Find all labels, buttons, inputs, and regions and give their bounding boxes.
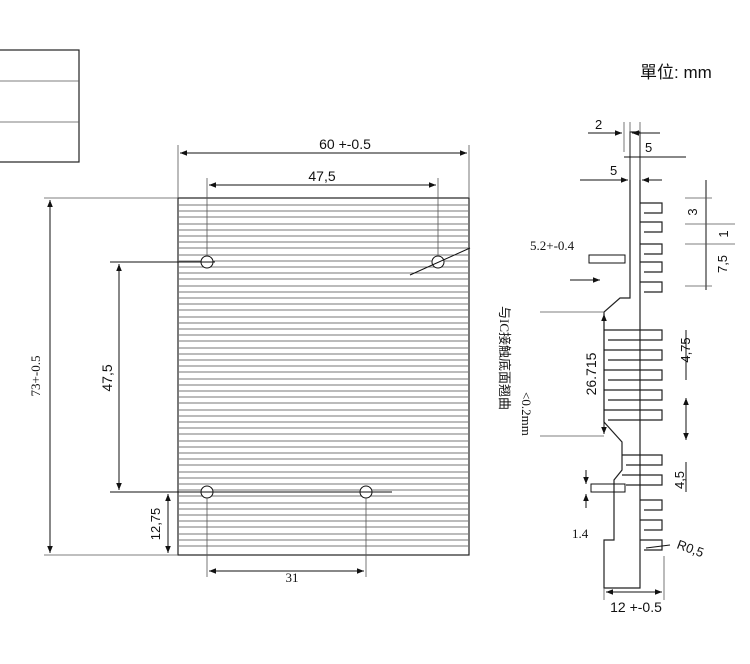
side-fin: [640, 261, 663, 273]
dimension-7-5-label: 7,5: [715, 255, 730, 273]
side-fin: [640, 243, 663, 255]
dimension-bottom-offset-label: 12,75: [148, 508, 163, 541]
dimension-total-width-label: 12 +-0.5: [610, 599, 662, 615]
mounting-slot-bottom: [590, 483, 626, 493]
radius-label: R0,5: [675, 537, 706, 560]
dimension-4-5-label: 4,5: [672, 471, 687, 489]
dimension-hole-spacing-x-label: 47,5: [308, 168, 335, 184]
leader-line: [409, 247, 471, 276]
side-fin: [604, 329, 663, 341]
side-fin: [640, 221, 663, 233]
title-block-frame: [0, 49, 80, 163]
heatsink-plate-outline: [177, 197, 470, 556]
dimension-height-label: 73+-0.5: [28, 356, 43, 397]
dimension-bottom-hole-offset-label: 31: [286, 570, 299, 585]
side-fin: [640, 281, 663, 293]
dimension-3-label: 3: [685, 208, 700, 215]
units-label: 單位: mm: [640, 63, 712, 82]
side-fin: [604, 369, 663, 381]
fin-lines: [178, 204, 469, 547]
title-block-fragment: [0, 49, 80, 163]
dimension-5-mid-label: 5: [610, 163, 617, 178]
slot-label: 5.2+-0.4: [530, 238, 575, 253]
side-fin: [622, 454, 663, 466]
side-fin: [622, 474, 663, 486]
dimension-1-label: 1: [716, 230, 731, 237]
side-fin: [604, 349, 663, 361]
dimension-4-75-label: 4,75: [678, 337, 693, 362]
side-fins: [604, 202, 663, 551]
dimension-width-label: 60 +-0.5: [319, 136, 371, 152]
base-thickness-label: 1.4: [572, 526, 589, 541]
side-fin: [604, 389, 663, 401]
side-fin: [640, 499, 663, 511]
dimension-5-top-label: 5: [645, 140, 652, 155]
side-fin: [640, 202, 663, 214]
dimension-2-label: 2: [595, 117, 602, 132]
dimension-hole-spacing-y-label: 47,5: [99, 364, 115, 391]
mounting-slot: [588, 254, 626, 264]
flatness-note: 与IC接触底面翘曲: [497, 306, 512, 410]
side-fin: [640, 519, 663, 531]
side-view: 2 5 5 3 1 7,5 5.2+-0.4 26.715 4,75 4,5: [497, 117, 735, 615]
radius-leader: [645, 544, 671, 549]
flatness-value: <0.2mm: [519, 392, 534, 436]
dimension-26-715-label: 26.715: [583, 352, 599, 395]
side-fin: [640, 539, 663, 551]
front-view: 60 +-0.5 47,5 73+-0.5 47,5 12,75 31: [28, 136, 471, 585]
side-fin: [604, 409, 663, 421]
